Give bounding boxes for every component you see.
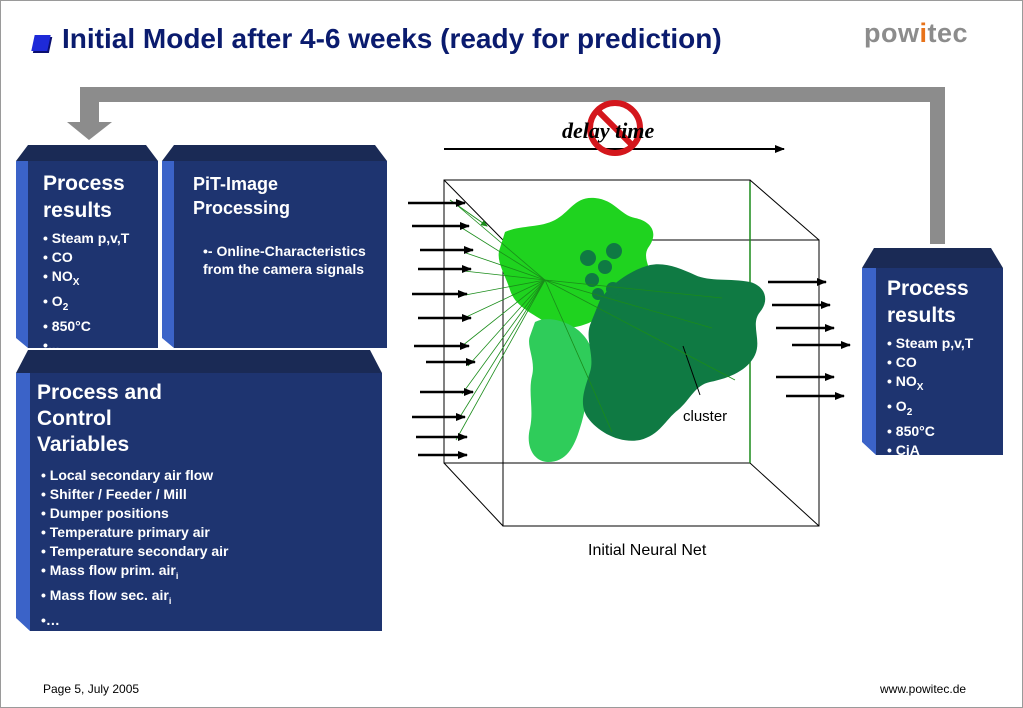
no-subscript: X [916, 381, 924, 393]
list-item: • Temperature secondary air [41, 543, 229, 559]
list-item: • 850°C [887, 422, 935, 439]
mass-flow-sec-label: • Mass flow sec. air [41, 586, 169, 603]
list-item: • Dumper positions [41, 505, 169, 521]
cluster-dots [580, 243, 622, 300]
list-item: •… [41, 611, 60, 628]
no-label: • NO [887, 373, 917, 389]
mass-flow-sec-subscript: i [168, 595, 172, 606]
feedback-arrow [67, 87, 945, 244]
mass-flow-prim-label: • Mass flow prim. air [41, 562, 176, 578]
list-item: • 850°C [43, 317, 91, 334]
process-results-left-heading: Process results [43, 172, 125, 222]
list-item: • O2 [43, 292, 153, 317]
process-results-right-box [862, 248, 1003, 455]
cluster-light [528, 319, 594, 462]
powitec-logo: powitec [864, 18, 968, 49]
list-item: • Steam p,v,T [43, 230, 130, 246]
o-label: • O [887, 397, 907, 414]
logo-part1: pow [864, 18, 920, 48]
logo-part2: tec [927, 18, 969, 48]
list-item: • Mass flow prim. airi [41, 561, 367, 586]
footer-page-date: Page 5, July 2005 [43, 682, 140, 696]
list-item: • CiA [887, 441, 920, 458]
list-item: • O2 [887, 397, 1007, 422]
list-item: • Steam p,v,T [887, 335, 974, 351]
process-control-heading: Process and Control Variables [37, 381, 162, 456]
page-title: Initial Model after 4-6 weeks (ready for… [62, 23, 722, 54]
list-item: •... [43, 336, 60, 353]
list-item: • Shifter / Feeder / Mill [41, 486, 187, 502]
title-bullet-icon [31, 35, 51, 51]
list-item: • NOX [43, 267, 153, 292]
pit-image-processing: PiT-Image Processing •- Online-Character… [193, 172, 373, 278]
o-subscript: 2 [906, 406, 913, 418]
list-item: • CO [43, 249, 73, 265]
process-results-left-list: • Steam p,v,T • CO • NOX • O2 • 850°C •.… [43, 229, 153, 355]
green-ray-lines [455, 205, 736, 441]
o-subscript: 2 [62, 301, 69, 313]
delay-time-label: delay time [562, 118, 655, 143]
list-item: • Mass flow sec. airi [41, 586, 367, 611]
pit-image-box [162, 145, 387, 348]
neural-net-label: Initial Neural Net [588, 542, 707, 559]
list-item: • Local secondary air flow [41, 467, 214, 483]
mass-flow-prim-subscript: i [175, 570, 179, 581]
list-item: • Temperature primary air [41, 524, 210, 540]
cluster-dark [582, 264, 766, 441]
list-item: • CO [887, 354, 917, 370]
process-results-right: Process results • Steam p,v,T • CO • NOX… [887, 275, 1007, 460]
logo-accent: i [919, 18, 928, 48]
list-item: •- Online-Characteristics from the camer… [203, 243, 366, 277]
process-control-list: • Local secondary air flow • Shifter / F… [37, 466, 367, 630]
no-symbol-icon [587, 100, 643, 156]
input-arrows [408, 199, 476, 459]
process-control-box [16, 350, 382, 631]
output-arrows [768, 278, 851, 400]
footer-website-link[interactable]: www.powitec.de [880, 682, 967, 696]
no-label: • NO [43, 268, 73, 284]
process-results-right-heading: Process results [887, 277, 969, 327]
cluster-label: cluster [683, 408, 728, 425]
process-results-left-box [16, 145, 158, 348]
o-label: • O [43, 292, 63, 309]
pit-image-list: •- Online-Characteristics from the camer… [193, 242, 373, 278]
process-control-variables: Process and Control Variables • Local se… [37, 380, 367, 630]
no-subscript: X [72, 276, 80, 288]
process-results-left: Process results • Steam p,v,T • CO • NOX… [43, 170, 153, 355]
pit-image-heading: PiT-Image Processing [193, 174, 291, 218]
process-results-right-list: • Steam p,v,T • CO • NOX • O2 • 850°C • … [887, 334, 1007, 460]
list-item: • NOX [887, 372, 1007, 397]
